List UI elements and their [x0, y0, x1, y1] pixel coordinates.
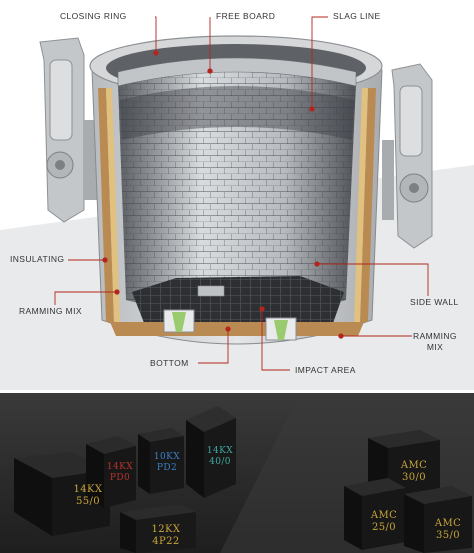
amc-1-stamp: AMC 30/0 — [390, 460, 438, 484]
leader-impact-area — [261, 310, 290, 371]
label-free-board: FREE BOARD — [216, 11, 276, 21]
brick-14kx-40 — [186, 406, 236, 498]
leader-ramming-mix-left — [54, 291, 116, 305]
brick-10kx-pd2 — [138, 428, 184, 494]
label-ramming-mix-left: RAMMING MIX — [19, 306, 82, 316]
label-side-wall: SIDE WALL — [410, 297, 459, 307]
slag-line-band — [120, 86, 354, 140]
brick-5-line1: 12KX — [151, 524, 181, 535]
brick-2-line2: PD0 — [109, 473, 131, 483]
insulating-layer-left — [98, 88, 114, 322]
brick-2-line1: 14KX — [106, 462, 134, 472]
brick-3-stamp: 10KX PD2 — [151, 452, 183, 474]
amc-3-line2: 35/0 — [435, 530, 461, 541]
trunnion-right — [382, 63, 433, 249]
impact-pad — [197, 285, 225, 297]
well-block-left — [163, 309, 195, 333]
label-impact-area: IMPACT AREA — [295, 365, 356, 375]
brick-5-stamp: 12KX 4P22 — [140, 524, 192, 548]
bottom-insulating — [110, 322, 364, 336]
label-bottom: BOTTOM — [150, 358, 189, 368]
leader-bottom — [198, 330, 229, 364]
brick-amc-35 — [404, 486, 472, 553]
leader-lines — [54, 16, 429, 371]
label-slag-line: SLAG LINE — [333, 11, 381, 21]
well-block-right — [265, 317, 297, 341]
brick-1-stamp: 14KX 55/0 — [70, 484, 106, 508]
brick-4-line1: 14KX — [206, 446, 234, 456]
leader-side-wall — [318, 263, 429, 296]
free-board — [117, 57, 357, 87]
insulating-layer-right — [360, 88, 376, 322]
ramming-layer-left — [106, 88, 120, 322]
label-insulating: INSULATING — [10, 254, 65, 264]
trunnion-left — [39, 37, 98, 223]
brick-1-line2: 55/0 — [75, 496, 101, 507]
brick-5-line2: 4P22 — [152, 536, 180, 547]
brick-3-line2: PD2 — [156, 463, 178, 473]
label-ramming-mix-right-line2: MIX — [426, 342, 444, 352]
amc-3-stamp: AMC 35/0 — [426, 518, 470, 542]
amc-1-line1: AMC — [400, 460, 428, 471]
amc-2-stamp: AMC 25/0 — [364, 510, 404, 534]
brick-2-stamp: 14KX PD0 — [106, 462, 134, 484]
amc-2-line1: AMC — [370, 510, 398, 521]
brick-amc-25 — [344, 478, 406, 550]
brick-3-line1: 10KX — [153, 452, 181, 462]
amc-2-line2: 25/0 — [371, 522, 397, 533]
label-ramming-mix-right-line1: RAMMING — [413, 331, 457, 341]
amc-1-line2: 30/0 — [401, 472, 427, 483]
brick-12kx-4p22 — [120, 504, 196, 553]
ramming-layer-right — [354, 88, 368, 322]
leader-closing-ring — [155, 16, 157, 52]
brick-4-line2: 40/0 — [209, 457, 231, 467]
amc-3-line1: AMC — [434, 518, 462, 529]
leader-slag-line — [311, 16, 328, 108]
brick-1-line1: 14KX — [73, 484, 103, 495]
label-closing-ring: CLOSING RING — [60, 11, 127, 21]
side-wall-brick-joints — [118, 69, 356, 315]
brick-4-stamp: 14KX 40/0 — [206, 446, 234, 468]
brick-14kx-pd0 — [86, 436, 136, 508]
